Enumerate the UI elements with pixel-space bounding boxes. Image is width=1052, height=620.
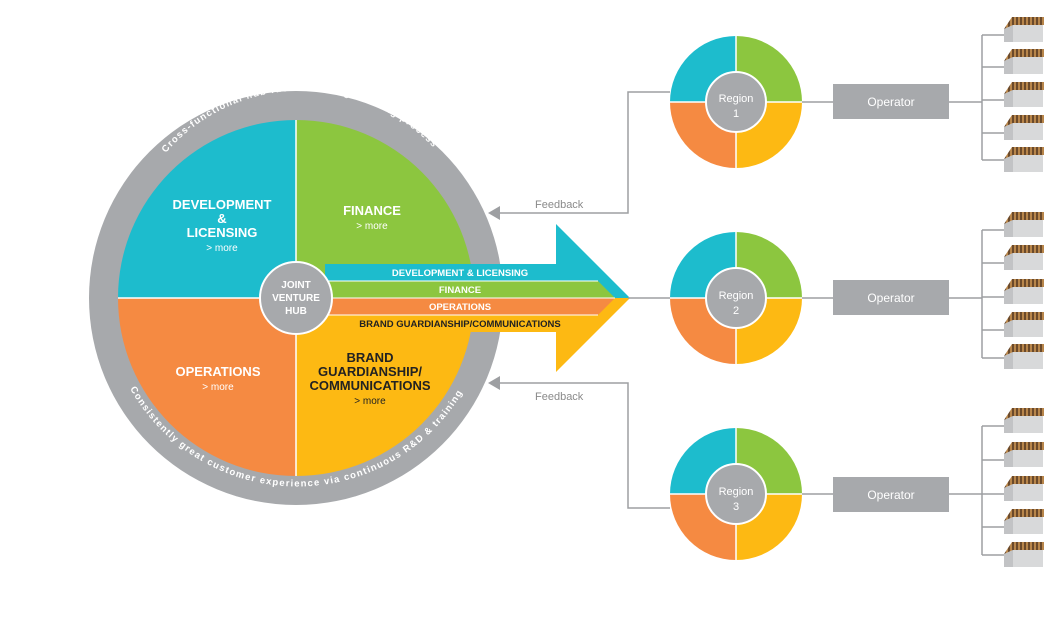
brand-more-link[interactable]: > more (354, 396, 386, 407)
outlet-building-icon[interactable] (1004, 49, 1044, 74)
hub-center-line2: VENTURE (272, 293, 320, 304)
outlet-building-icon[interactable] (1004, 279, 1044, 304)
arrow-group: DEVELOPMENT & LICENSING FINANCE OPERATIO… (325, 224, 630, 372)
region-3[interactable]: Region 3 (670, 428, 802, 560)
region-2[interactable]: Region 2 (670, 232, 802, 364)
outlet-building-icon[interactable] (1004, 476, 1044, 501)
region-2-name: Region (719, 290, 754, 302)
development-title-line3: LICENSING (187, 225, 258, 240)
region-3-number: 3 (733, 501, 739, 513)
operator-1-label: Operator (867, 95, 914, 109)
outlet-building-icon[interactable] (1004, 115, 1044, 140)
hub-center: JOINT VENTURE HUB (259, 261, 333, 335)
arrow-head-bottom (556, 298, 630, 372)
band-operations (325, 298, 615, 315)
band-label-brand: BRAND GUARDIANSHIP/COMMUNICATIONS (359, 319, 560, 330)
feedback-connectors (496, 91, 670, 509)
band-finance (325, 281, 615, 298)
band-label-development: DEVELOPMENT & LICENSING (392, 268, 528, 279)
development-more-link[interactable]: > more (206, 243, 238, 254)
finance-more-link[interactable]: > more (356, 221, 388, 232)
outlet-building-icon[interactable] (1004, 245, 1044, 270)
band-label-finance: FINANCE (439, 285, 481, 296)
outlet-icons (1004, 17, 1044, 567)
band-brand (325, 315, 557, 332)
outlet-building-icon[interactable] (1004, 17, 1044, 42)
region-operator-links (802, 101, 833, 495)
outlet-building-icon[interactable] (1004, 312, 1044, 337)
development-title-line1: DEVELOPMENT (173, 197, 272, 212)
outlet-building-icon[interactable] (1004, 82, 1044, 107)
region-1-name: Region (719, 93, 754, 105)
finance-title: FINANCE (343, 203, 401, 218)
operator-2[interactable]: Operator (833, 280, 949, 315)
region-3-name: Region (719, 486, 754, 498)
brand-title-line2: GUARDIANSHIP/ (318, 364, 422, 379)
operator-3[interactable]: Operator (833, 477, 949, 512)
operator-3-label: Operator (867, 488, 914, 502)
region-1[interactable]: Region 1 (670, 36, 802, 168)
development-title-line2: & (217, 211, 226, 226)
outlet-tree-lines (949, 34, 1005, 556)
feedback-label-top: Feedback (535, 199, 584, 211)
region-2-number: 2 (733, 305, 739, 317)
operations-title: OPERATIONS (176, 364, 261, 379)
outlet-building-icon[interactable] (1004, 408, 1044, 433)
feedback-label-bottom: Feedback (535, 391, 584, 403)
feedback-arrow-bottom (488, 376, 500, 390)
hub-center-line1: JOINT (281, 280, 310, 291)
outlet-building-icon[interactable] (1004, 442, 1044, 467)
band-label-operations: OPERATIONS (429, 302, 491, 313)
outlet-building-icon[interactable] (1004, 542, 1044, 567)
outlet-building-icon[interactable] (1004, 147, 1044, 172)
brand-title-line3: COMMUNICATIONS (309, 378, 430, 393)
outlet-building-icon[interactable] (1004, 509, 1044, 534)
outlet-building-icon[interactable] (1004, 344, 1044, 369)
hub-center-line3: HUB (285, 306, 307, 317)
brand-title-line1: BRAND (347, 350, 394, 365)
arrow-head-top (556, 224, 630, 298)
operator-2-label: Operator (867, 291, 914, 305)
feedback-arrow-top (488, 206, 500, 220)
operations-more-link[interactable]: > more (202, 382, 234, 393)
operator-1[interactable]: Operator (833, 84, 949, 119)
region-1-number: 1 (733, 108, 739, 120)
outlet-building-icon[interactable] (1004, 212, 1044, 237)
band-development (325, 264, 557, 281)
